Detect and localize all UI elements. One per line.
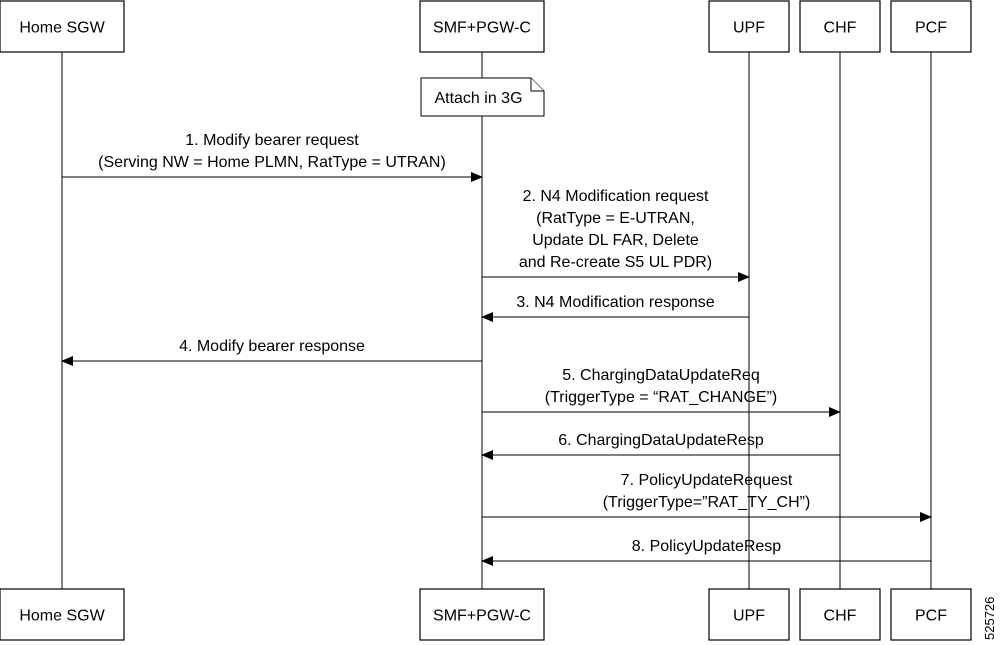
note-box [420, 77, 545, 117]
participant-label: UPF [733, 20, 765, 37]
participant-box [419, 588, 545, 641]
message-label-line: 1. Modify bearer request [185, 132, 359, 149]
participant-sgw-bottom: Home SGW [0, 588, 125, 641]
message-6: 6. ChargingDataUpdateResp [481, 432, 840, 460]
participant-box [708, 0, 790, 53]
message-2: 2. N4 Modification request (RatType = E-U… [482, 188, 750, 282]
participant-upf-bottom: UPF [708, 588, 790, 641]
participant-label: UPF [733, 608, 765, 625]
message-1: 1. Modify bearer request (Serving NW = Ho… [62, 132, 483, 182]
message-label-line: (Serving NW = Home PLMN, RatType = UTRAN… [98, 154, 446, 171]
participant-label: Home SGW [19, 608, 105, 625]
participant-label: CHF [824, 608, 857, 625]
message-label-line: (RatType = E-UTRAN, [536, 210, 695, 227]
participant-smf-bottom: SMF+PGW-C [419, 588, 545, 641]
message-label-line: 2. N4 Modification request [523, 188, 709, 205]
participant-label: Home SGW [19, 20, 105, 37]
participant-label: SMF+PGW-C [433, 20, 531, 37]
message-label-line: (TriggerType=”RAT_TY_CH”) [603, 494, 811, 511]
participant-box [0, 0, 125, 53]
participant-label: PCF [915, 608, 947, 625]
participant-box [890, 0, 972, 53]
participant-box [890, 588, 972, 641]
participant-box [799, 0, 881, 53]
participant-box [708, 588, 790, 641]
participant-box [799, 588, 881, 641]
message-label-line: 7. PolicyUpdateRequest [621, 472, 793, 489]
participant-pcf-bottom: PCF [890, 588, 972, 641]
message-label-line: and Re-create S5 UL PDR) [519, 254, 712, 271]
message-4: 4. Modify bearer response [61, 338, 482, 366]
participant-label: SMF+PGW-C [433, 608, 531, 625]
message-label-line: (TriggerType = “RAT_CHANGE”) [545, 389, 777, 406]
message-7: 7. PolicyUpdateRequest (TriggerType=”RAT_… [482, 472, 932, 522]
message-label-line: 8. PolicyUpdateResp [632, 538, 782, 555]
message-label-line: 4. Modify bearer response [179, 338, 365, 355]
participant-label: PCF [915, 20, 947, 37]
note-text: Attach in 3G [434, 90, 522, 107]
message-label-line: Update DL FAR, Delete [532, 232, 699, 249]
participant-chf-top: CHF [799, 0, 881, 53]
participant-sgw-top: Home SGW [0, 0, 125, 53]
participant-chf-bottom: CHF [799, 588, 881, 641]
message-label-line: 3. N4 Modification response [516, 294, 714, 311]
note: Attach in 3G [420, 77, 545, 117]
participant-label: CHF [824, 20, 857, 37]
message-5: 5. ChargingDataUpdateReq (TriggerType = “… [482, 367, 841, 417]
message-label-line: 5. ChargingDataUpdateReq [562, 367, 759, 384]
message-label-line: 6. ChargingDataUpdateResp [558, 432, 764, 449]
figure-id: 525726 [982, 597, 997, 640]
participant-smf-top: SMF+PGW-C [419, 0, 545, 53]
participant-upf-top: UPF [708, 0, 790, 53]
participant-box [419, 0, 545, 53]
participant-box [0, 588, 125, 641]
message-3: 3. N4 Modification response [481, 294, 749, 322]
message-8: 8. PolicyUpdateResp [481, 538, 931, 566]
participant-pcf-top: PCF [890, 0, 972, 53]
note-fold [530, 78, 544, 92]
